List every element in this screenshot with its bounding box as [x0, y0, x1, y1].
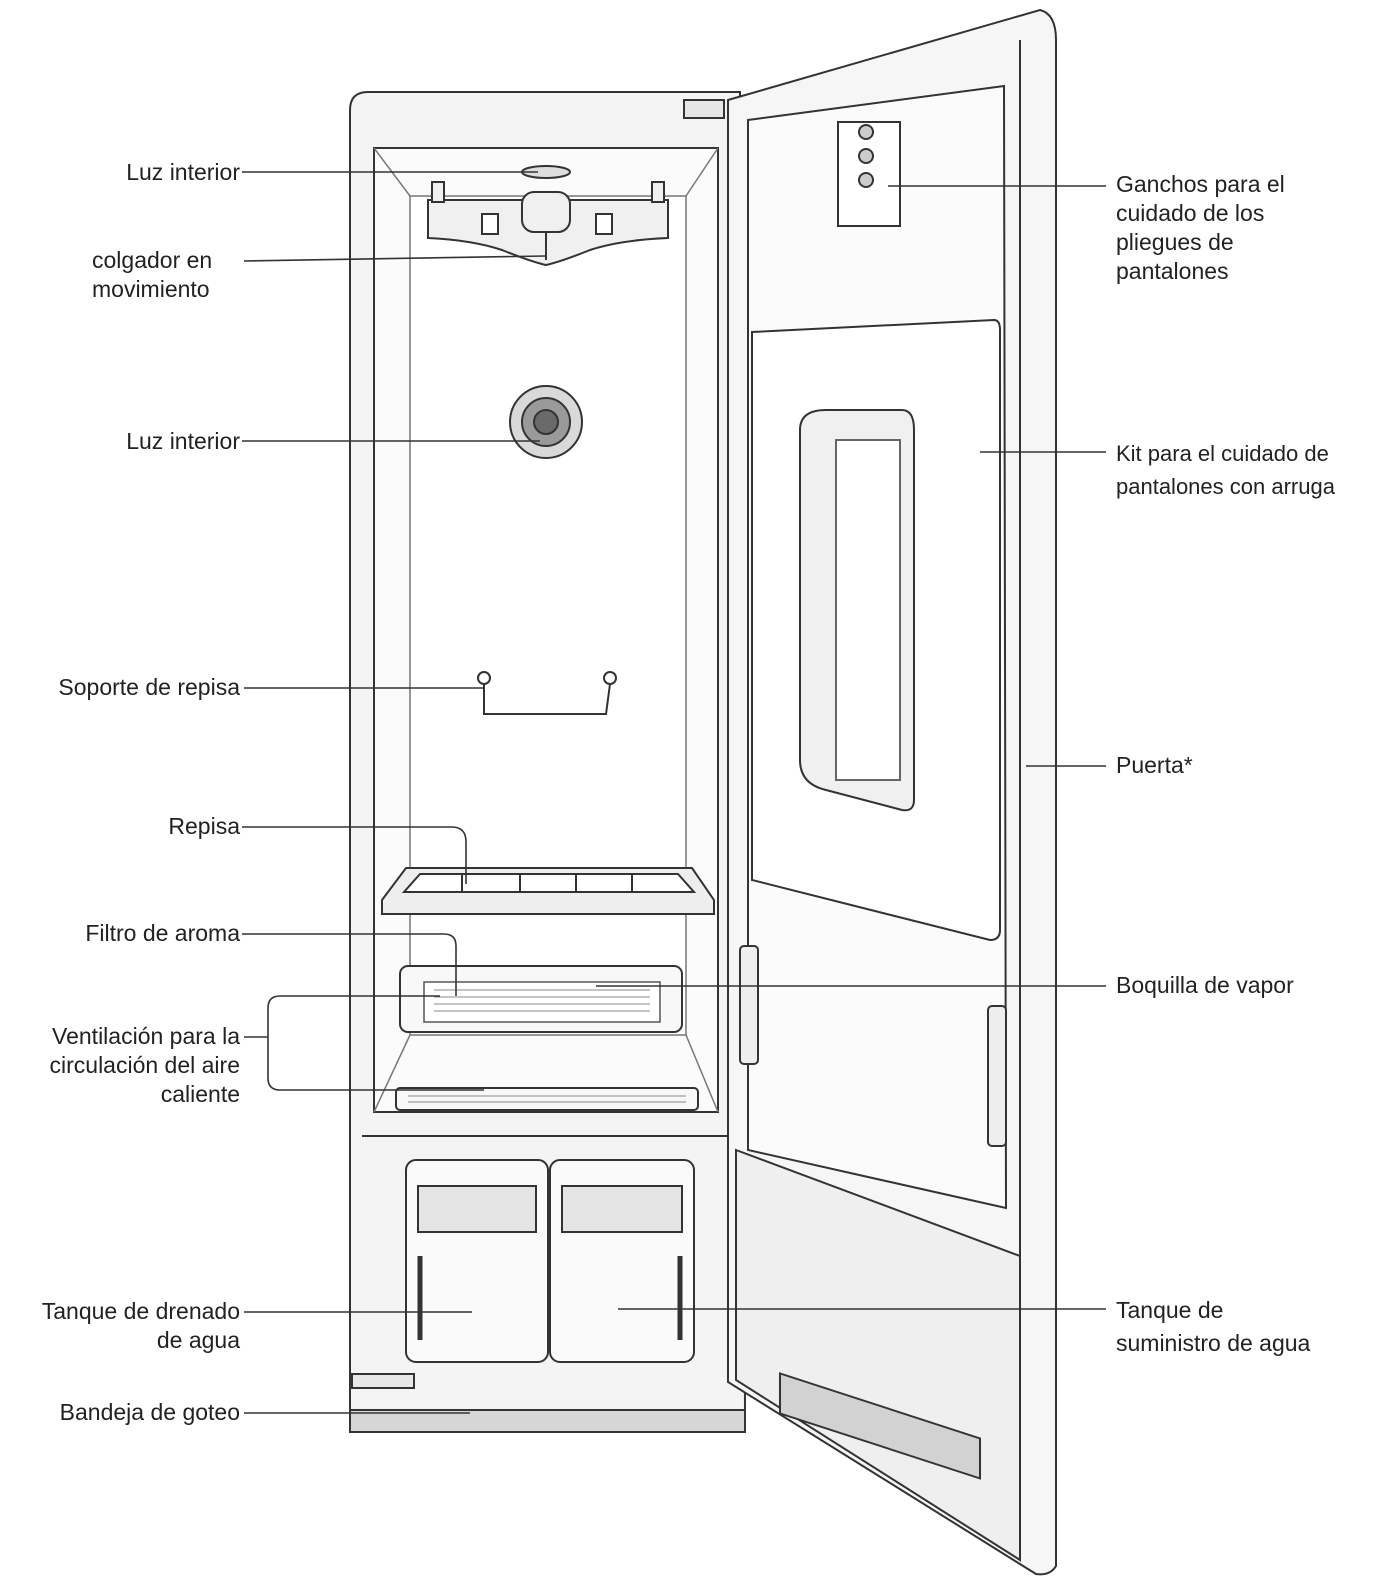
aroma-filter-unit — [399, 965, 683, 1033]
label-trouser-kit: Kit para el cuidado de pantalones con ar… — [1116, 441, 1335, 499]
bottom-vent — [395, 1087, 699, 1111]
label-door: Puerta* — [1116, 752, 1193, 778]
label-supply-tank: Tanque de suministro de agua — [1116, 1297, 1311, 1356]
top-hinge — [683, 99, 725, 119]
trouser-care-kit — [751, 318, 1001, 942]
shelf-support — [477, 671, 617, 715]
leader-lines — [242, 171, 1106, 1414]
shelf-rack — [381, 867, 715, 915]
label-moving-hanger: colgador en movimiento — [92, 247, 213, 302]
label-aroma-filter: Filtro de aroma — [85, 920, 240, 946]
water-tanks — [405, 1159, 695, 1363]
label-drain-tank: Tanque de drenado de agua — [41, 1298, 240, 1353]
leader-repisa — [242, 826, 467, 884]
trouser-hooks — [837, 121, 901, 227]
leader-colgador — [243, 255, 547, 262]
label-ventilation: Ventilación para la circulación del aire… — [49, 1023, 240, 1107]
label-interior-light-top: Luz interior — [126, 159, 240, 185]
leader-filtro — [242, 933, 457, 996]
leader-ventilacion — [244, 995, 484, 1091]
round-light — [509, 385, 583, 459]
label-interior-light-mid: Luz interior — [126, 428, 240, 454]
label-shelf-support: Soporte de repisa — [58, 674, 240, 700]
moving-hanger — [427, 181, 669, 267]
label-drip-tray: Bandeja de goteo — [59, 1399, 240, 1425]
label-steam-nozzle: Boquilla de vapor — [1116, 972, 1294, 998]
label-trouser-hooks: Ganchos para el cuidado de los pliegues … — [1116, 171, 1285, 284]
label-shelf: Repisa — [168, 813, 240, 839]
drip-tray — [349, 1409, 746, 1433]
door-bins — [739, 945, 1007, 1147]
